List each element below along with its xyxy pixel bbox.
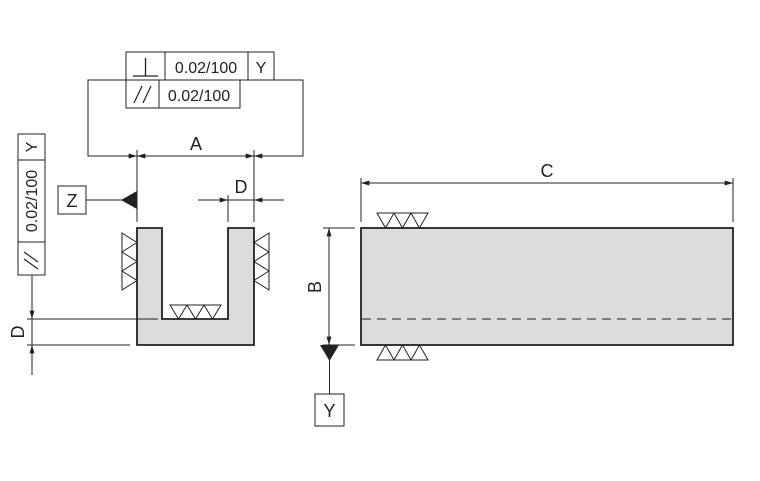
datum-z-triangle-icon	[121, 191, 137, 209]
surface-finish-bottom-icon	[376, 343, 429, 361]
fcf-leader-right	[254, 79, 304, 157]
dimension-d-top-label: D	[235, 177, 248, 197]
dimension-a: A	[120, 134, 271, 222]
dimension-c-label: C	[541, 161, 554, 181]
datum-y: Y	[314, 345, 345, 427]
dimension-b-label: B	[305, 281, 325, 293]
dimension-c: C	[360, 161, 734, 222]
fcf-parallelism-left: 0.02/100 Y	[17, 133, 46, 276]
fcf-leader-left	[87, 79, 137, 157]
datum-z: Z	[57, 185, 137, 215]
fcf-perp-datum: Y	[256, 60, 267, 77]
parallelism-icon	[133, 85, 152, 104]
datum-y-label: Y	[323, 401, 335, 421]
dimension-a-label: A	[190, 134, 202, 154]
fcf-left-tolerance: 0.02/100	[24, 170, 41, 232]
fcf-parallelism-top: 0.02/100	[125, 79, 241, 109]
dimension-d-left: D	[8, 275, 158, 375]
datum-y-triangle-icon	[320, 345, 339, 361]
fcf-perpendicularity: 0.02/100 Y	[125, 51, 275, 81]
surface-finish-right-icon	[253, 232, 270, 291]
surface-finish-top-icon	[376, 212, 429, 230]
perpendicularity-icon	[133, 58, 158, 77]
u-channel-profile	[136, 227, 255, 346]
fcf-left-datum: Y	[24, 141, 41, 152]
fcf-parallel-tolerance: 0.02/100	[168, 88, 230, 105]
surface-finish-channel-bottom-icon	[169, 304, 222, 320]
datum-z-label: Z	[67, 191, 78, 211]
fcf-perp-tolerance: 0.02/100	[175, 60, 237, 77]
parallelism-icon	[23, 251, 39, 270]
dimension-b: B	[305, 227, 355, 346]
surface-finish-left-icon	[121, 232, 138, 291]
bar-side-view	[360, 227, 734, 346]
dimension-d-left-label: D	[8, 326, 28, 339]
dimension-d-top: D	[198, 177, 284, 222]
